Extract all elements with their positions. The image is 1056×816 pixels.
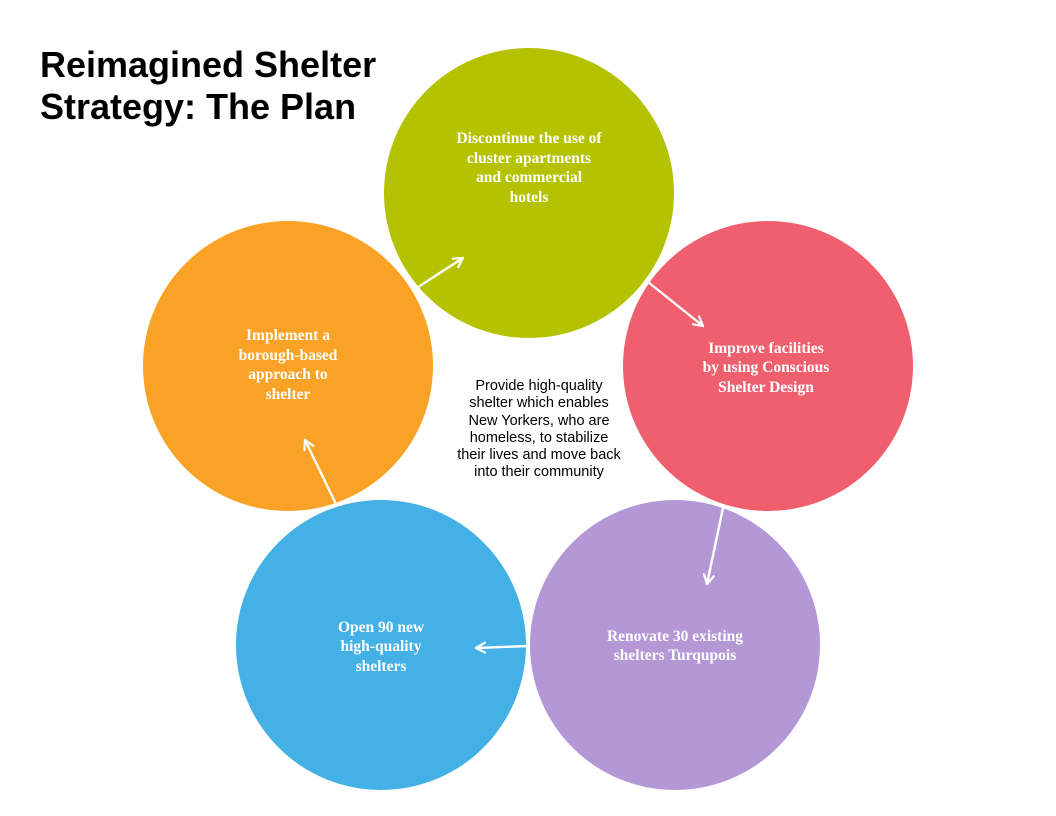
step-circle-implement: Implement a borough-based approach to sh… — [143, 221, 433, 511]
step-label-improve: Improve facilities by using Conscious Sh… — [702, 339, 830, 396]
step-circle-improve: Improve facilities by using Conscious Sh… — [623, 221, 913, 511]
title-line-1: Reimagined Shelter — [40, 44, 377, 85]
title-line-2: Strategy: The Plan — [40, 86, 357, 127]
step-circle-discontinue: Discontinue the use of cluster apartment… — [384, 48, 674, 338]
step-label-discontinue: Discontinue the use of cluster apartment… — [456, 130, 602, 206]
step-circle-renovate: Renovate 30 existing shelters Turqupois — [530, 500, 820, 790]
step-label-open: Open 90 new high-quality shelters — [337, 618, 425, 675]
step-label-implement: Implement a borough-based approach to sh… — [238, 327, 338, 403]
center-goal-text: Provide high-quality shelter which enabl… — [457, 378, 621, 481]
step-label-renovate: Renovate 30 existing shelters Turqupois — [606, 627, 744, 665]
diagram-title: Reimagined Shelter Strategy: The Plan — [40, 44, 420, 128]
step-circle-open: Open 90 new high-quality shelters — [236, 500, 526, 790]
